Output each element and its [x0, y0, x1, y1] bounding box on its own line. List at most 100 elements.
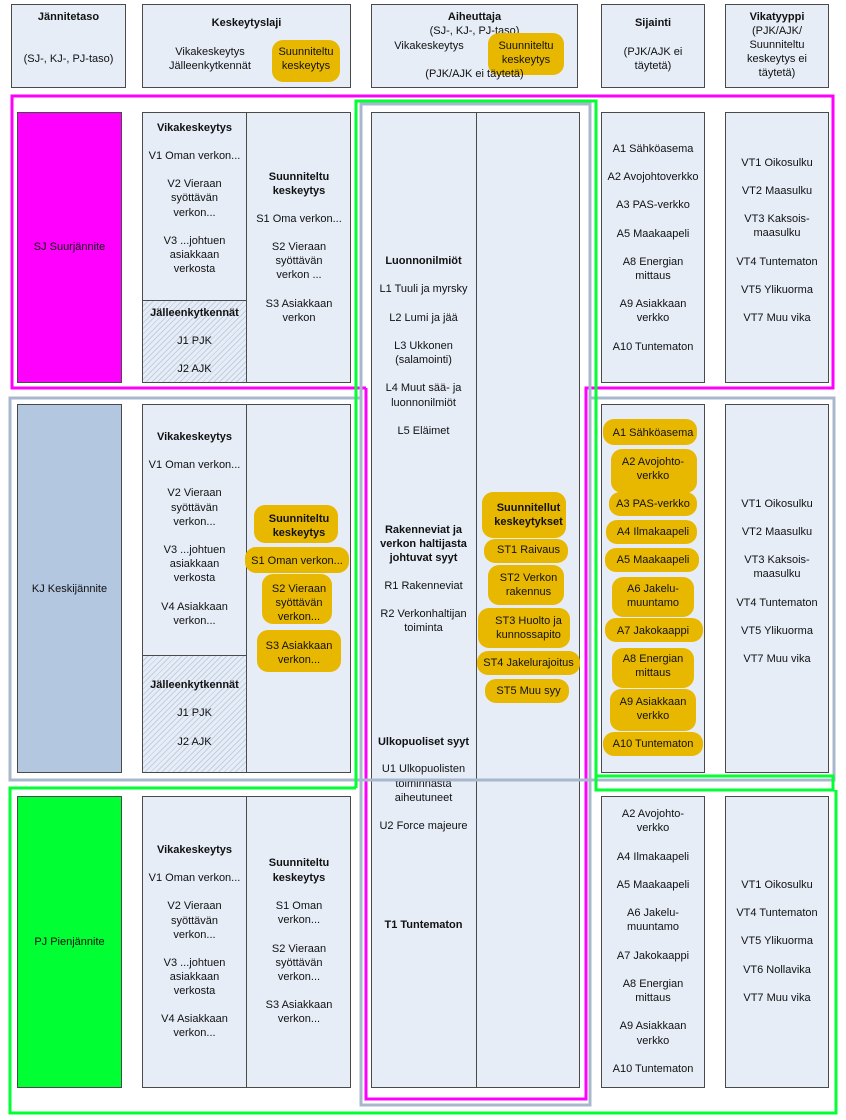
header-keskeytyslaji-line1: Vikakeskeytys [175, 46, 245, 58]
pj-vika-2: syöttävän [170, 915, 219, 927]
pj-sij-5: muuntamo [627, 921, 679, 933]
header-vikatyyppi-l3: keskeytys ei [747, 53, 807, 65]
pj-suun-0: S1 Oman [275, 900, 323, 912]
pj-sij-9: A9 Asiakkaan [619, 1020, 687, 1032]
header-jannitetaso-sub: (SJ-, KJ-, PJ-taso) [23, 53, 114, 65]
header-aiheuttaja-hl2: keskeytys [501, 54, 551, 66]
kj-jk-1: J2 AJK [177, 736, 212, 748]
sj-jk-0: J1 PJK [177, 335, 212, 347]
pj-sij-6: A7 Jakokaappi [616, 950, 690, 962]
kj-sij-10: mittaus [635, 667, 671, 679]
sj-suun-title2: keskeytys [272, 185, 326, 197]
pj-vika-4: V3 ...johtuen [163, 957, 226, 969]
sj-vika-5: asiakkaan [169, 249, 220, 261]
ulko-2: aiheutuneet [394, 792, 453, 804]
st-0: ST1 Raivaus [497, 544, 560, 556]
pj-suun-1: verkon... [277, 914, 321, 926]
header-vikatyyppi-l1: (PJK/AJK/ [751, 25, 803, 37]
header-jannitetaso [11, 4, 126, 88]
kj-vt-2: VT3 Kaksois- [744, 554, 810, 566]
sj-sij-6: A9 Asiakkaan [619, 298, 687, 310]
pj-vt-2: VT5 Ylikuorma [741, 935, 813, 947]
sj-vika-0: V1 Oman verkon... [148, 150, 241, 162]
sj-vika-3: verkon... [173, 207, 216, 219]
st-title-1: keskeytykset [494, 516, 563, 528]
sj-suun-4: S3 Asiakkaan [265, 298, 333, 310]
header-keskeytyslaji-hl2: keskeytys [281, 60, 331, 72]
pj-sij-4: A6 Jakelu- [627, 907, 679, 919]
kj-jk-0: J1 PJK [177, 707, 212, 719]
kj-vt-6: VT7 Muu vika [743, 653, 811, 665]
header-keskeytyslaji-highlight [272, 40, 340, 82]
st-5: ST4 Jakelurajoitus [483, 657, 574, 669]
kj-suun-6: S3 Asiakkaan [265, 640, 333, 652]
sj-suun-2: syöttävän [275, 255, 323, 267]
luonto-2: L3 Ukkonen [394, 340, 453, 352]
header-sijainti-title: Sijainti [634, 17, 672, 29]
kj-sij-1: A2 Avojohto- [621, 456, 685, 468]
kj-suun-5: verkon... [277, 611, 321, 623]
kj-suun-7: verkon... [277, 654, 321, 666]
pj-sij-7: A8 Energian [622, 978, 684, 990]
kj-sij-6: A6 Jakelu- [627, 583, 679, 595]
st-title-0: Suunnitellut [496, 502, 561, 514]
st-2: rakennus [505, 586, 552, 598]
pj-suun-title2: keskeytys [272, 872, 326, 884]
kj-suun-4: syöttävän [275, 597, 323, 609]
kj-vt-3: maasulku [753, 568, 801, 580]
kj-sij-11: A9 Asiakkaan [619, 696, 687, 708]
header-aiheuttaja-left: Vikakeskeytys [394, 40, 464, 52]
kj-vika-0: V1 Oman verkon... [148, 459, 241, 471]
pj-vt-4: VT7 Muu vika [743, 992, 811, 1004]
header-sijainti-sub1: (PJK/AJK ei [623, 46, 683, 58]
kj-vt-4: VT4 Tuntematon [736, 597, 818, 609]
level-pj-label: PJ Pienjännite [34, 936, 105, 948]
pj-sij-1: verkko [636, 822, 670, 834]
sj-sij-2: A3 PAS-verkko [616, 199, 690, 211]
sj-sij-7: verkko [636, 312, 670, 324]
sj-suun-0: S1 Oma verkon... [256, 213, 342, 225]
pj-suun-5: S3 Asiakkaan [265, 999, 333, 1011]
tuntematon: T1 Tuntematon [384, 919, 463, 931]
rak-1: R2 Verkonhaltijan [380, 608, 467, 620]
sj-sij-3: A5 Maakaapeli [616, 228, 690, 240]
ulko-1: toiminnasta [395, 778, 452, 790]
pj-vika-5: asiakkaan [169, 971, 220, 983]
header-keskeytyslaji-line2: Jälleenkytkennät [169, 60, 251, 72]
kj-sij-12: verkko [636, 710, 670, 722]
st-1: ST2 Verkon [499, 572, 558, 584]
luonto-6: L5 Eläimet [397, 425, 450, 437]
level-kj-label: KJ Keskijännite [31, 583, 108, 595]
header-sijainti-sub2: täytetä) [634, 60, 672, 72]
sj-vt-3: maasulku [753, 227, 801, 239]
kj-vika-1: V2 Vieraan [167, 487, 222, 499]
kj-vika-5: asiakkaan [169, 558, 220, 570]
kj-vikatyyppi-box [725, 404, 829, 773]
sj-jk-1: J2 AJK [177, 363, 212, 375]
kj-vt-1: VT2 Maasulku [741, 526, 813, 538]
sj-sij-1: A2 Avojohtoverkko [607, 171, 699, 183]
sj-vika-6: verkosta [173, 263, 216, 275]
pj-suun-4: verkon... [277, 971, 321, 983]
sj-sij-4: A8 Energian [622, 256, 684, 268]
level-sj-label: SJ Suurjännite [33, 241, 106, 253]
sj-vt-0: VT1 Oikosulku [741, 157, 813, 169]
header-vikatyyppi-l4: täytetä) [758, 67, 796, 79]
kj-vt-5: VT5 Ylikuorma [741, 625, 813, 637]
kj-jk-title: Jälleenkytkennät [150, 679, 239, 691]
pj-suun-2: S2 Vieraan [271, 943, 327, 955]
sj-vt-2: VT3 Kaksois- [744, 213, 810, 225]
kj-vika-title: Vikakeskeytys [156, 431, 233, 443]
pj-sij-0: A2 Avojohto- [621, 808, 685, 820]
ulko-3: U2 Force majeure [379, 820, 468, 832]
header-aiheuttaja-title: Aiheuttaja [447, 11, 502, 23]
sj-sij-8: A10 Tuntematon [612, 341, 694, 353]
kj-sij-7: muuntamo [627, 597, 679, 609]
sj-vt-4: VT4 Tuntematon [736, 256, 818, 268]
kj-vika-2: syöttävän [170, 502, 219, 514]
kj-suun-3: S2 Vieraan [271, 583, 327, 595]
pj-vika-6: verkosta [173, 985, 216, 997]
luonto-title: Luonnonilmiöt [385, 255, 462, 267]
header-vikatyyppi-title: Vikatyyppi [749, 11, 805, 23]
kj-suun-2: S1 Oman verkon... [251, 555, 343, 567]
